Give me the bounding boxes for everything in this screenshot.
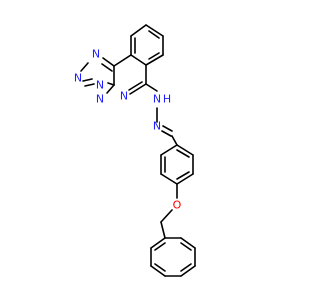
bond (113, 54, 132, 67)
bond (176, 144, 194, 156)
bond (145, 24, 164, 37)
bond (176, 149, 190, 158)
bond (129, 83, 147, 95)
oxygen-atom-label: O (173, 199, 182, 212)
hydrogen-atom-label: H (163, 93, 171, 106)
bond (150, 265, 166, 277)
bond (154, 242, 166, 251)
bond (154, 263, 166, 272)
nitrogen-atom-label: N (74, 72, 82, 85)
bond (106, 84, 115, 94)
bond (128, 81, 143, 91)
bond (145, 83, 158, 92)
nitrogen-atom-label: N (120, 90, 128, 103)
bond (150, 237, 166, 249)
nitrogen-atom-label: N (153, 93, 161, 106)
bond (162, 125, 173, 132)
bond (148, 30, 160, 39)
bond (180, 237, 196, 249)
bond (160, 173, 178, 185)
bond (84, 83, 95, 87)
bond (171, 135, 178, 146)
bond (102, 57, 115, 67)
bond (176, 173, 194, 185)
bond (160, 221, 166, 239)
bond (130, 24, 147, 37)
nitrogen-atom-label: N (92, 48, 100, 61)
bond (160, 144, 178, 156)
bond (160, 209, 173, 223)
bond (101, 63, 113, 72)
bond (107, 82, 115, 86)
bond (148, 52, 160, 60)
molecule-structure: N N N N N N H N O (0, 0, 300, 300)
bond (80, 62, 89, 72)
bond (145, 54, 164, 66)
background (0, 0, 300, 300)
nitrogen-atom-label: N (96, 79, 104, 92)
nitrogen-atom-label: N (96, 93, 104, 106)
bond (82, 78, 93, 82)
bond-lines (80, 24, 196, 277)
bond (161, 130, 172, 137)
bond (176, 171, 190, 180)
atom-labels: N N N N N N H N O (74, 48, 182, 212)
bond (180, 242, 192, 251)
nitrogen-atom-label: N (153, 120, 161, 133)
bond (180, 265, 196, 277)
bond (130, 54, 147, 66)
bond (180, 263, 192, 272)
